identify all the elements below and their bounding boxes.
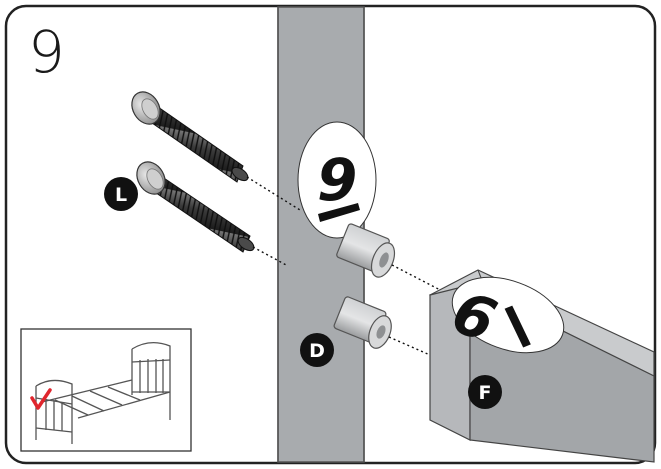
callout-bolts: L (104, 177, 138, 211)
bolt-lower (136, 161, 255, 253)
dowel-lower (333, 296, 392, 349)
bolt-upper (131, 91, 249, 183)
check-mark-icon (30, 388, 52, 410)
step-number: 9 (28, 18, 65, 86)
callout-bolts-label: L (115, 184, 127, 206)
callout-dowels-label: D (309, 340, 325, 362)
callout-rail: F (468, 375, 502, 409)
bed-frame-thumbnail-icon (20, 328, 192, 452)
post-number-sticker: 9 (297, 121, 377, 239)
dowel-guide-lines (388, 264, 447, 356)
callout-dowels: D (300, 333, 334, 367)
post-sticker-number: 9 (317, 146, 357, 214)
dowel-upper (336, 223, 396, 278)
callout-rail-label: F (479, 382, 492, 404)
bolt-guide-lines (246, 176, 301, 267)
